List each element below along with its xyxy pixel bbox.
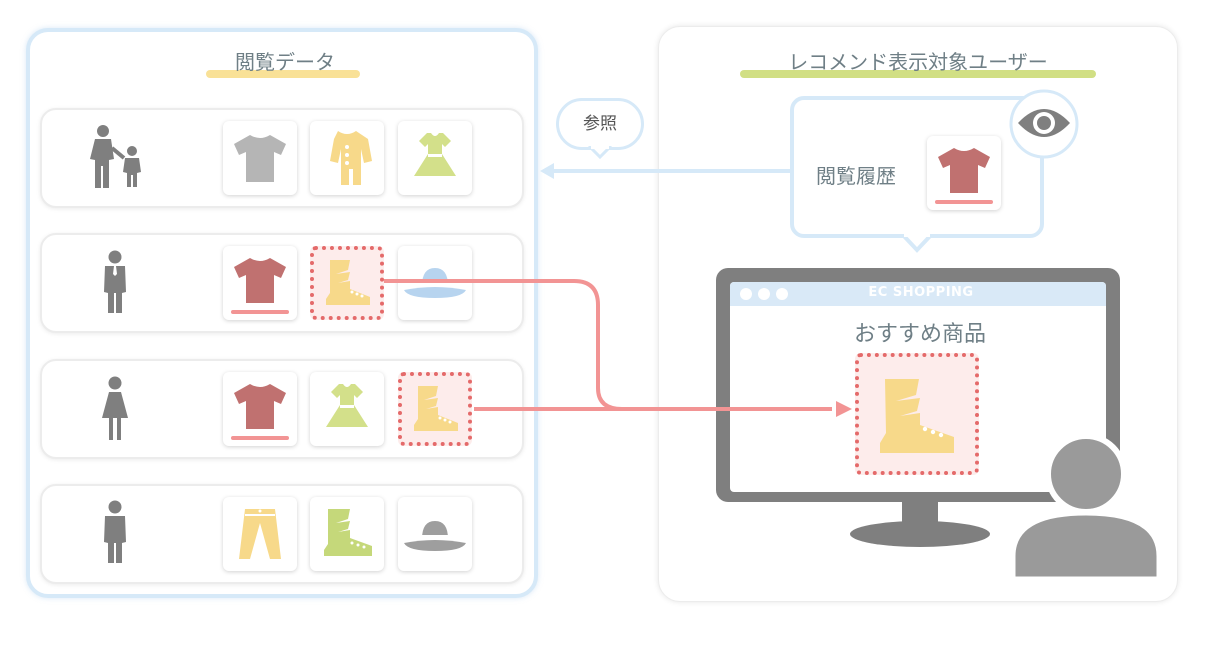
item-tile-boot-yellow-selected[interactable] xyxy=(310,246,384,320)
item-tile-pants-yellow[interactable] xyxy=(223,497,297,571)
item-tile-hat-gray[interactable] xyxy=(398,497,472,571)
person-icon xyxy=(104,500,126,563)
boot-icon xyxy=(326,260,370,305)
right-title-underline xyxy=(740,70,1096,78)
user-icon xyxy=(1012,433,1160,580)
shirt-icon xyxy=(231,384,289,440)
history-item-shirt-red[interactable] xyxy=(927,136,1001,210)
shirt-icon xyxy=(234,135,286,182)
recommended-item-boot-yellow[interactable] xyxy=(855,353,979,475)
item-tile-baby-romper-yellow[interactable] xyxy=(310,121,384,195)
browser-title-bar xyxy=(730,282,1106,306)
pants-icon xyxy=(239,509,281,559)
item-tile-dress-green[interactable] xyxy=(398,121,472,195)
item-tile-boot-green[interactable] xyxy=(310,497,384,571)
monitor-stand xyxy=(850,500,990,547)
window-dot-2[interactable] xyxy=(758,288,770,300)
baby-romper-icon xyxy=(330,131,372,185)
dress-icon xyxy=(414,133,456,176)
reference-bubble-tail xyxy=(587,146,613,160)
boot-icon xyxy=(880,379,954,453)
item-tile-shirt-red[interactable] xyxy=(223,372,297,446)
browser-title: EC SHOPPING xyxy=(868,285,974,300)
item-tile-shirt-gray[interactable] xyxy=(223,121,297,195)
woman-icon xyxy=(102,376,128,440)
window-dot-1[interactable] xyxy=(740,288,752,300)
boot-icon xyxy=(324,509,372,556)
parent-with-child-icon xyxy=(90,125,141,188)
history-label: 閲覧履歴 xyxy=(816,164,896,188)
item-tile-dress-green[interactable] xyxy=(310,372,384,446)
boot-icon xyxy=(414,386,458,431)
recommended-items-title: おすすめ商品 xyxy=(853,322,986,347)
reference-arrow xyxy=(540,163,790,179)
left-title-underline xyxy=(206,70,360,78)
hat-icon xyxy=(404,521,466,551)
shirt-icon xyxy=(231,258,289,314)
reference-bubble: 参照 xyxy=(556,98,644,150)
shirt-icon xyxy=(935,148,993,204)
left-panel-title: 閲覧データ xyxy=(235,50,335,74)
window-dot-3[interactable] xyxy=(776,288,788,300)
item-tile-shirt-red[interactable] xyxy=(223,246,297,320)
man-in-suit-icon xyxy=(104,250,126,313)
right-panel-title: レコメンド表示対象ユーザー xyxy=(788,50,1048,74)
item-tile-boot-yellow-selected[interactable] xyxy=(398,372,472,446)
dress-icon xyxy=(326,384,368,427)
history-bubble-tail xyxy=(900,234,934,253)
eye-icon xyxy=(1009,89,1079,159)
